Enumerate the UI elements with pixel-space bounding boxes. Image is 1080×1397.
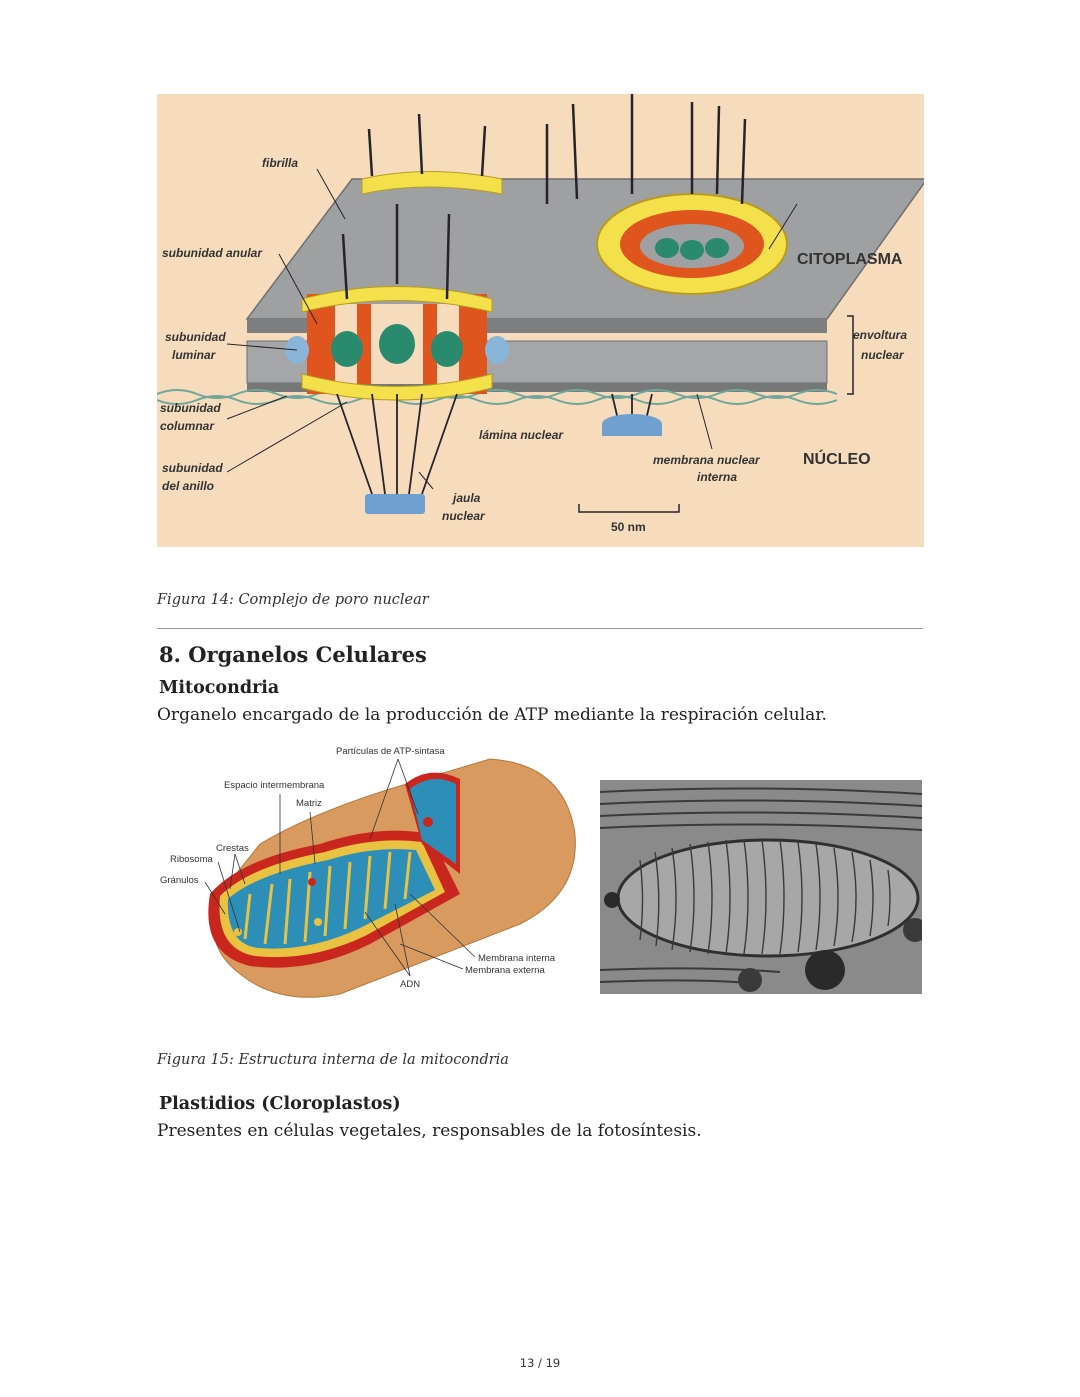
label-jaula: jaula	[451, 491, 481, 505]
label-citoplasma: CITOPLASMA	[797, 251, 903, 268]
label-jaula-2: nuclear	[442, 509, 486, 523]
label-envoltura-2: nuclear	[861, 348, 905, 362]
mitochondria-diagram: Partículas de ATP-sintasa Espacio interm…	[160, 744, 588, 1010]
label-crestas: Crestas	[216, 843, 249, 854]
label-subunidad-luminar-2: luminar	[172, 348, 217, 362]
section-title: 8. Organelos Celulares	[159, 642, 427, 667]
mitocondria-heading: Mitocondria	[159, 678, 280, 698]
label-envoltura: envoltura	[853, 328, 907, 342]
label-subunidad-columnar-2: columnar	[160, 419, 215, 433]
label-lamina: lámina nuclear	[479, 428, 564, 442]
label-subunidad-anillo: subunidad	[162, 461, 223, 475]
mitocondria-text: Organelo encargado de la producción de A…	[157, 705, 827, 725]
label-scale: 50 nm	[611, 520, 646, 534]
plastidios-heading: Plastidios (Cloroplastos)	[159, 1094, 401, 1114]
section-divider	[157, 628, 923, 629]
label-nucleo: NÚCLEO	[803, 449, 871, 468]
label-subunidad-luminar: subunidad	[165, 330, 226, 344]
label-espacio-intermembrana: Espacio intermembrana	[224, 780, 325, 791]
nuclear-pore-figure: fibrilla subunidad anular subunidad lumi…	[157, 94, 924, 547]
label-membrana-interna: membrana nuclear	[653, 453, 761, 467]
label-membrana-interna-2: interna	[697, 470, 737, 484]
label-subunidad-anular: subunidad anular	[162, 246, 263, 260]
page-number: 13 / 19	[519, 1356, 561, 1370]
label-adn: ADN	[400, 979, 420, 990]
label-membrana-interna: Membrana interna	[478, 953, 556, 964]
label-membrana-externa: Membrana externa	[465, 965, 545, 976]
label-granulos: Gránulos	[160, 875, 199, 886]
mitochondria-micrograph	[600, 780, 922, 994]
label-matriz: Matriz	[296, 798, 322, 809]
plastidios-text: Presentes en células vegetales, responsa…	[157, 1121, 702, 1141]
label-ribosoma: Ribosoma	[170, 854, 213, 865]
label-subunidad-columnar: subunidad	[160, 401, 221, 415]
label-subunidad-anillo-2: del anillo	[162, 479, 214, 493]
label-fibrilla: fibrilla	[262, 156, 298, 170]
figure-caption-14: Figura 14: Complejo de poro nuclear	[157, 592, 429, 608]
label-atp-sintasa: Partículas de ATP-sintasa	[336, 746, 445, 757]
figure-caption-15: Figura 15: Estructura interna de la mito…	[157, 1052, 509, 1068]
